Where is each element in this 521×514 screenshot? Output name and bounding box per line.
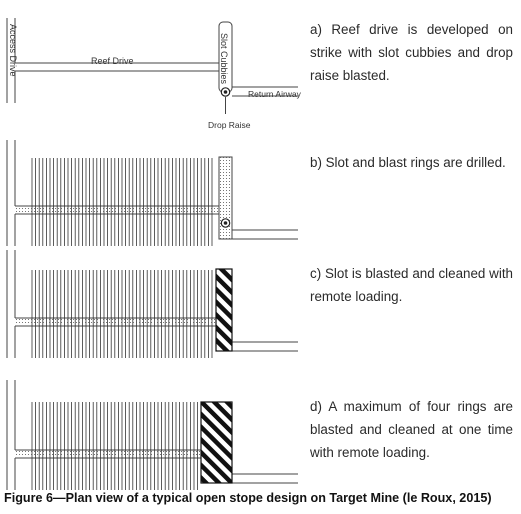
drop-raise-core xyxy=(223,221,228,225)
return-airway-label: Return Airway xyxy=(248,89,302,99)
slot-drilled xyxy=(218,156,233,240)
reef-drive-label: Reef Drive xyxy=(91,56,134,66)
step-d-text: d) A maximum of four rings are blasted a… xyxy=(310,399,513,460)
drop-raise-core xyxy=(223,90,228,94)
access-drive-label: Access Drive xyxy=(8,24,18,77)
step-c-text: c) Slot is blasted and cleaned with remo… xyxy=(310,266,513,304)
step-a-text: a) Reef drive is developed on strike wit… xyxy=(310,22,513,83)
panel-a xyxy=(6,18,298,114)
slot-cubbies-label: Slot Cubbies xyxy=(219,33,229,85)
reef-drive-dots xyxy=(15,319,219,325)
reef-drive-dots xyxy=(15,451,201,457)
slot-blasted xyxy=(215,268,233,352)
panel-c xyxy=(6,250,298,358)
figure-caption: Figure 6—Plan view of a typical open sto… xyxy=(4,491,492,505)
panel-b xyxy=(6,140,298,246)
blasted-rings xyxy=(200,401,233,484)
step-b-text: b) Slot and blast rings are drilled. xyxy=(310,155,506,170)
panel-d xyxy=(6,380,298,490)
drop-raise-label: Drop Raise xyxy=(208,120,251,130)
reef-drive-dots xyxy=(15,207,219,213)
